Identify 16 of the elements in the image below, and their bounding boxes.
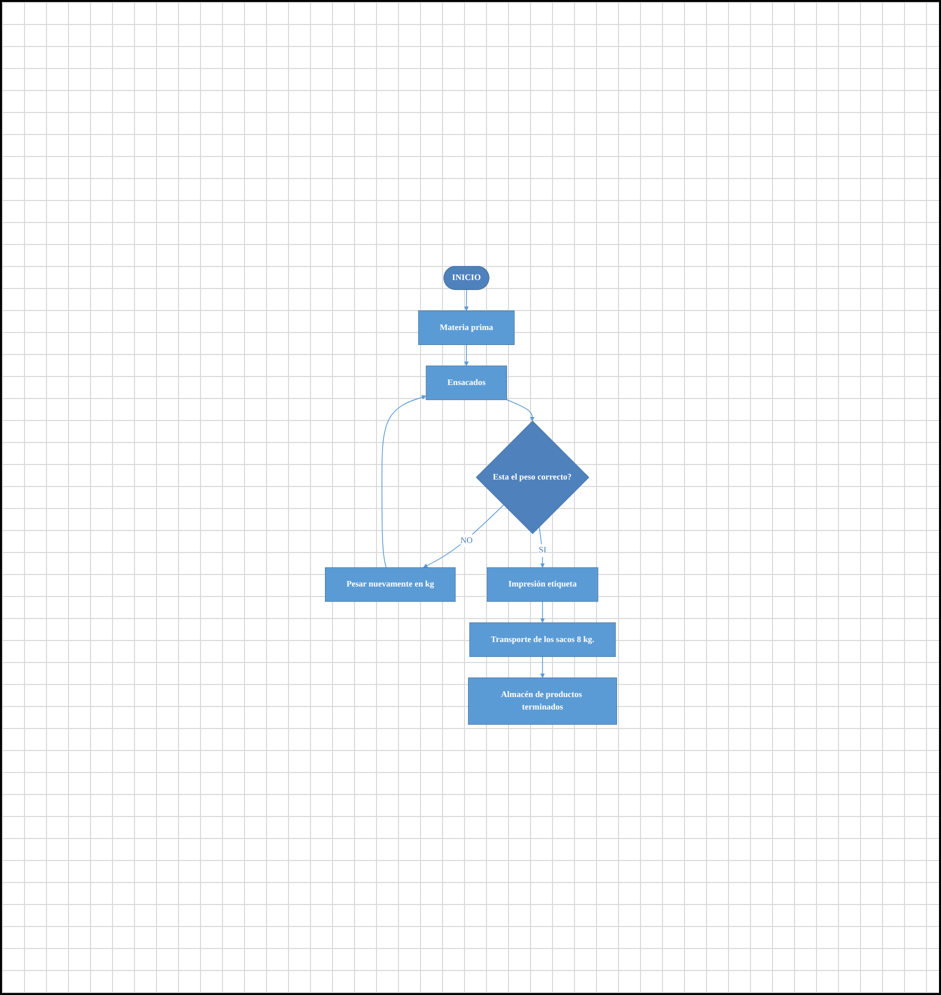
node-box: Almacén de productos terminados [468,677,616,724]
arrow [506,398,534,421]
edge-label: SI [538,545,546,554]
node-box: Pesar nuevamente en kg [324,566,456,602]
arrow [422,504,504,568]
arrow [540,656,544,678]
node-box: Transporte de los sacos 8 kg. [468,622,616,657]
node-diamond: Esta el peso correcto? [475,420,589,534]
node-box: Materia prima [418,310,514,345]
arrow [464,344,468,366]
arrow [381,394,426,568]
node-box: Ensacados [425,365,506,400]
node-box: Impresión etiqueta [486,566,598,602]
arrow [540,600,544,623]
edge-label: NO [460,536,472,545]
arrow [464,289,468,311]
